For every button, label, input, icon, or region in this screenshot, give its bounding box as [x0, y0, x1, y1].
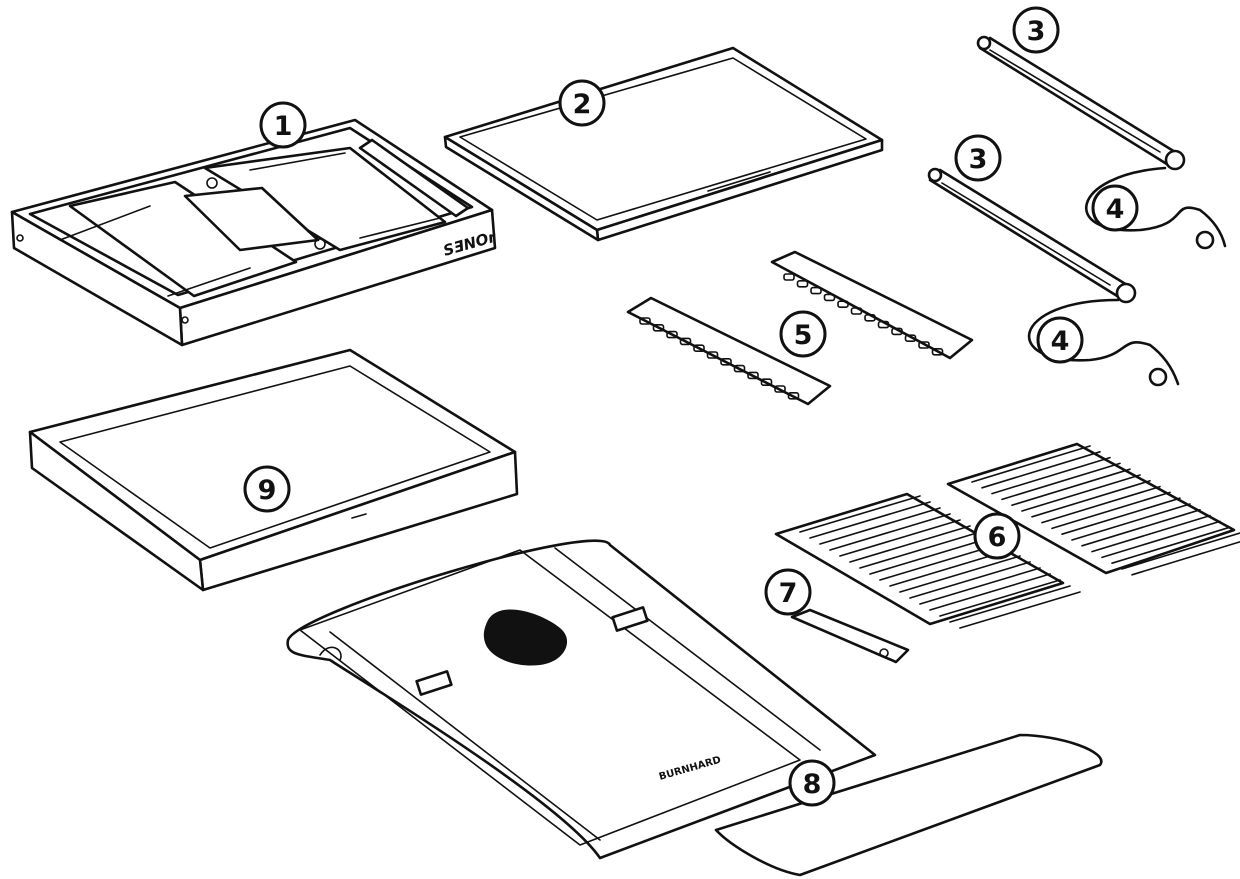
- grate-bar: [1001, 462, 1121, 501]
- grate-bar: [799, 495, 921, 533]
- grate-bar: [829, 513, 951, 551]
- hose-lower-valve: [1148, 367, 1168, 387]
- svg-text:5: 5: [794, 320, 813, 351]
- grate-bar: [869, 537, 991, 575]
- vent-slot: [706, 351, 719, 359]
- vent-slot: [864, 313, 876, 322]
- grate-lifter: [790, 608, 910, 664]
- vent-slot: [904, 334, 917, 343]
- vent-slot: [733, 364, 746, 373]
- svg-text:3: 3: [1027, 16, 1046, 47]
- burner-upper: [976, 35, 1186, 171]
- grate-bar: [909, 561, 1031, 599]
- grate-bar: [981, 450, 1101, 489]
- callout-1: 1: [259, 101, 307, 149]
- svg-text:4: 4: [1051, 326, 1070, 357]
- grate-bars: [971, 445, 1240, 576]
- vent-slot: [823, 293, 836, 302]
- griddle-plate: [443, 46, 884, 242]
- vent-slot: [747, 371, 759, 380]
- grate-bar: [959, 591, 1081, 629]
- drip-tray: [28, 348, 519, 592]
- vent-slot: [783, 273, 795, 281]
- callouts: 1 2 3 4 3 4 5 6: [243, 6, 1139, 807]
- vent-slot: [693, 344, 705, 353]
- grate-bar: [1051, 491, 1171, 530]
- grate-bar: [949, 585, 1071, 623]
- vent-slot: [666, 330, 678, 339]
- grate-bar: [1031, 479, 1151, 518]
- grate-bar: [1111, 526, 1231, 565]
- grate-bar: [1081, 508, 1201, 547]
- vent-slot: [787, 391, 800, 400]
- grate-bar: [919, 567, 1041, 605]
- grate-bar: [929, 573, 1051, 611]
- grate-bar: [1131, 541, 1240, 576]
- vent-slot: [918, 341, 930, 349]
- svg-text:7: 7: [779, 578, 798, 609]
- grate-bar: [1071, 503, 1191, 541]
- vent-slot: [639, 317, 651, 325]
- svg-text:3: 3: [969, 144, 988, 175]
- callout-7: 7: [764, 568, 812, 616]
- vent-slot: [652, 323, 665, 332]
- cooking-grates: [774, 442, 1240, 629]
- grate-bar: [1121, 532, 1240, 570]
- grate-bar: [991, 456, 1111, 495]
- svg-text:8: 8: [803, 769, 822, 800]
- vent-slot: [774, 385, 786, 393]
- grate-bar: [899, 555, 1021, 593]
- callout-4-lower: 4: [1036, 316, 1084, 364]
- vent-slot: [760, 378, 773, 387]
- grate-bar: [1101, 520, 1221, 559]
- vent-slot: [679, 337, 692, 346]
- flame-tamer-holes: [783, 273, 944, 356]
- grate-bar: [809, 501, 931, 539]
- svg-text:4: 4: [1106, 194, 1125, 225]
- vent-slot: [931, 347, 944, 356]
- burner-lower: [927, 167, 1137, 304]
- grate-bar: [849, 525, 971, 563]
- grate-bar: [1041, 485, 1161, 524]
- callout-8: 8: [788, 759, 836, 807]
- callout-6: 6: [973, 512, 1021, 560]
- svg-text:1: 1: [274, 111, 293, 142]
- flame-tamers: [626, 250, 974, 406]
- hose-lower: [1027, 298, 1180, 386]
- callout-3-lower: 3: [954, 134, 1002, 182]
- svg-text:9: 9: [258, 475, 277, 506]
- vent-slot: [796, 279, 809, 288]
- vent-slot: [877, 320, 890, 329]
- callout-4-upper: 4: [1091, 184, 1139, 232]
- vent-slot: [850, 307, 863, 315]
- grate-bar: [1061, 497, 1181, 536]
- grate-bars: [799, 495, 1081, 629]
- callout-2: 2: [558, 79, 606, 127]
- svg-text:6: 6: [988, 522, 1007, 553]
- grate-bar: [1091, 514, 1211, 553]
- flame-logo-icon: [483, 609, 568, 666]
- carry-bag: BURNHARD: [286, 539, 1103, 877]
- grate-bar: [1011, 468, 1131, 507]
- grate-bar: [939, 579, 1061, 617]
- vent-slot: [810, 286, 822, 295]
- flame-tamer-holes: [639, 317, 800, 400]
- grate-bar: [819, 507, 941, 545]
- vent-slot: [891, 327, 903, 336]
- grate-bar: [859, 531, 981, 569]
- hose-upper: [1084, 166, 1227, 248]
- callout-5: 5: [779, 310, 827, 358]
- callout-9: 9: [243, 465, 291, 513]
- vent-slot: [837, 300, 849, 309]
- grate-bar: [839, 519, 961, 557]
- grate-bar: [1021, 474, 1141, 512]
- tray-frame: SƎNOr: [10, 118, 499, 347]
- vent-slot: [720, 357, 732, 366]
- svg-text:2: 2: [573, 89, 592, 120]
- callout-3-upper: 3: [1012, 6, 1060, 54]
- hose-upper-valve: [1195, 230, 1215, 250]
- grate-bar: [971, 445, 1091, 483]
